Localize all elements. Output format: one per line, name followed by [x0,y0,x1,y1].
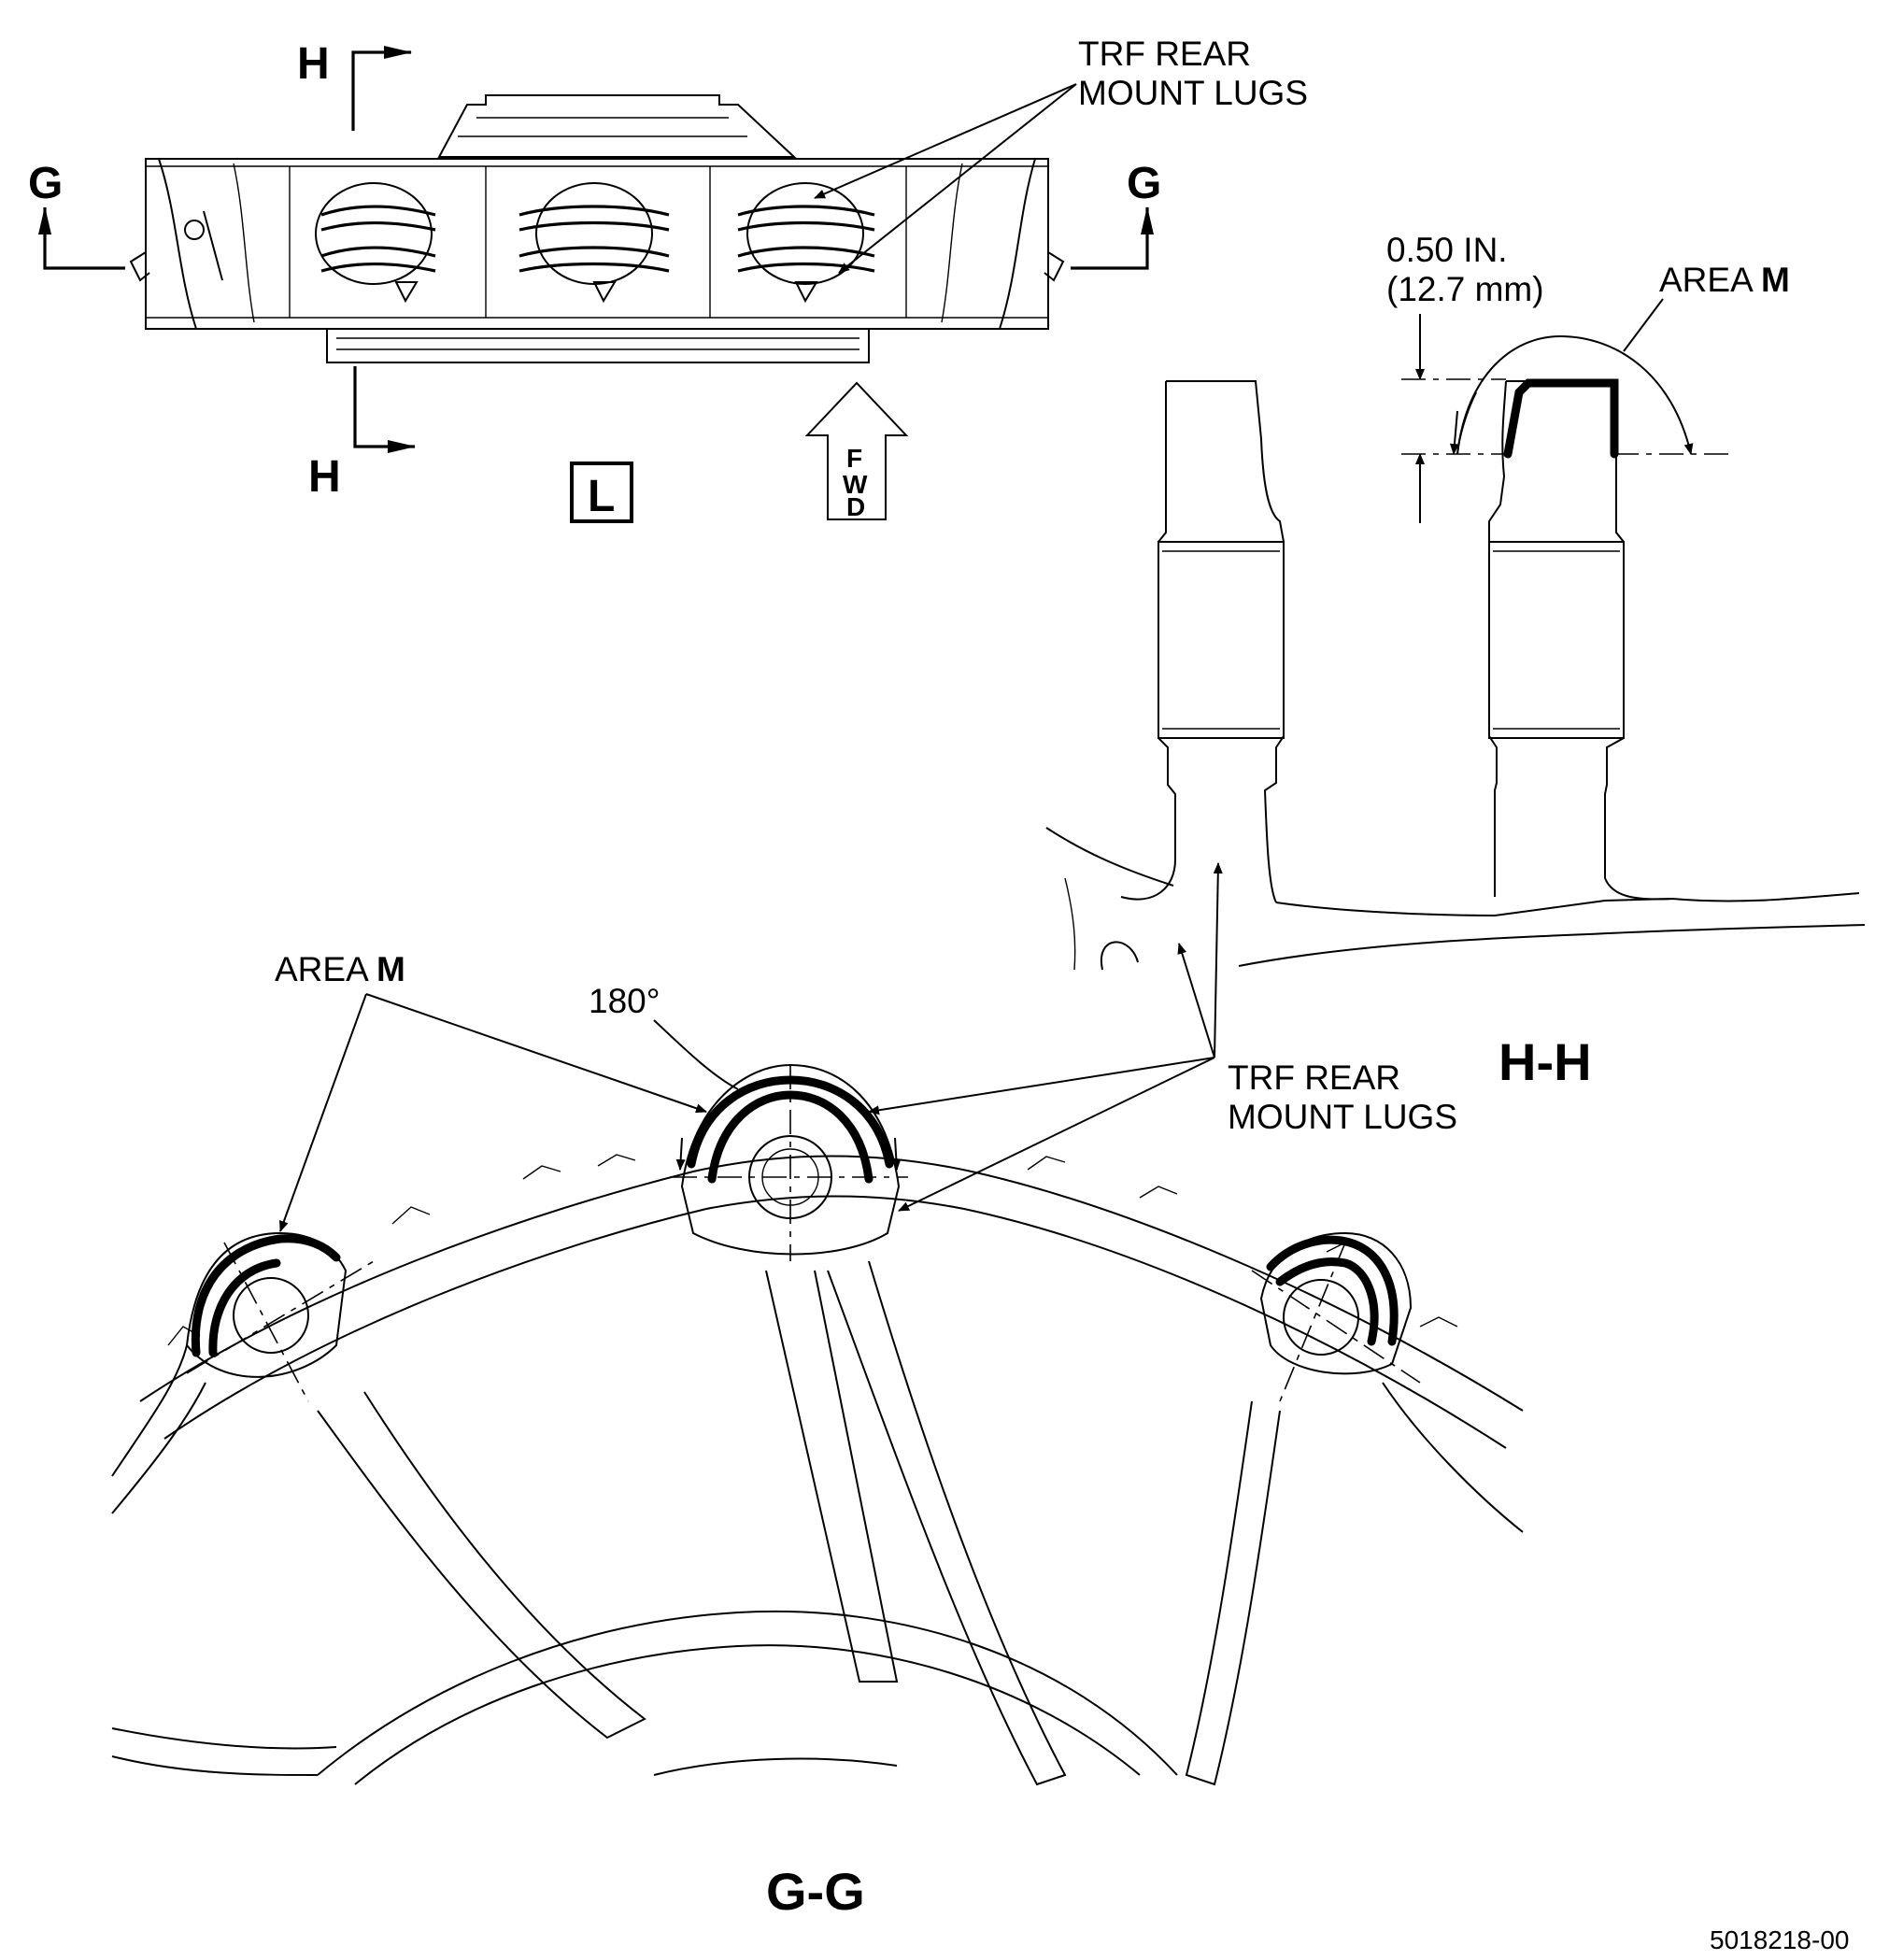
fwd-letter-w: W [843,470,868,499]
hh-area-label: AREA M [1659,261,1790,299]
section-g-left-label: G [28,159,63,208]
view-l-callout-line1: TRF REAR [1078,35,1251,73]
section-g-left-arrow [38,206,125,270]
section-h-top-label: H [297,39,330,89]
section-gg: AREA M 180° TRF REAR MOUNT LUGS G-G [111,862,1524,1921]
section-h-bottom-label: H [308,452,341,502]
figure-id: 5018218-00 [1710,1925,1849,1954]
section-h-top-arrow [351,46,412,131]
section-h-bottom-arrow [353,366,416,453]
gg-title: G-G [766,1862,865,1921]
view-letter: L [588,472,615,521]
view-l-callout-line2: MOUNT LUGS [1078,74,1308,112]
fwd-arrow [804,381,909,520]
view-l: H H G G [28,35,1308,523]
mount-lug-right [737,182,875,304]
hh-title: H-H [1498,1032,1592,1091]
section-g-right-label: G [1127,159,1161,208]
gg-area-label: AREA M [275,950,405,988]
gg-area-leaders [279,993,707,1232]
dimension-inches: 0.50 IN. [1386,231,1508,269]
mount-lug-center [518,182,670,304]
gg-callout-line2: MOUNT LUGS [1228,1098,1457,1136]
fwd-letter-f: F [846,444,862,473]
section-g-right-arrow [1071,206,1154,270]
engine-outline [129,94,1065,363]
gg-angle-label: 180° [589,982,660,1020]
fwd-letter-d: D [846,492,865,521]
gg-callout-leaders [868,862,1223,1212]
section-hh: 0.50 IN. (12.7 mm) AREA M H-H [1045,231,1866,1091]
view-letter-box [570,462,633,523]
view-l-callout-leaders [814,83,1077,274]
dimension-millimeters: (12.7 mm) [1386,270,1544,308]
gg-callout-line1: TRF REAR [1228,1058,1400,1097]
mount-lug-left [315,182,436,304]
